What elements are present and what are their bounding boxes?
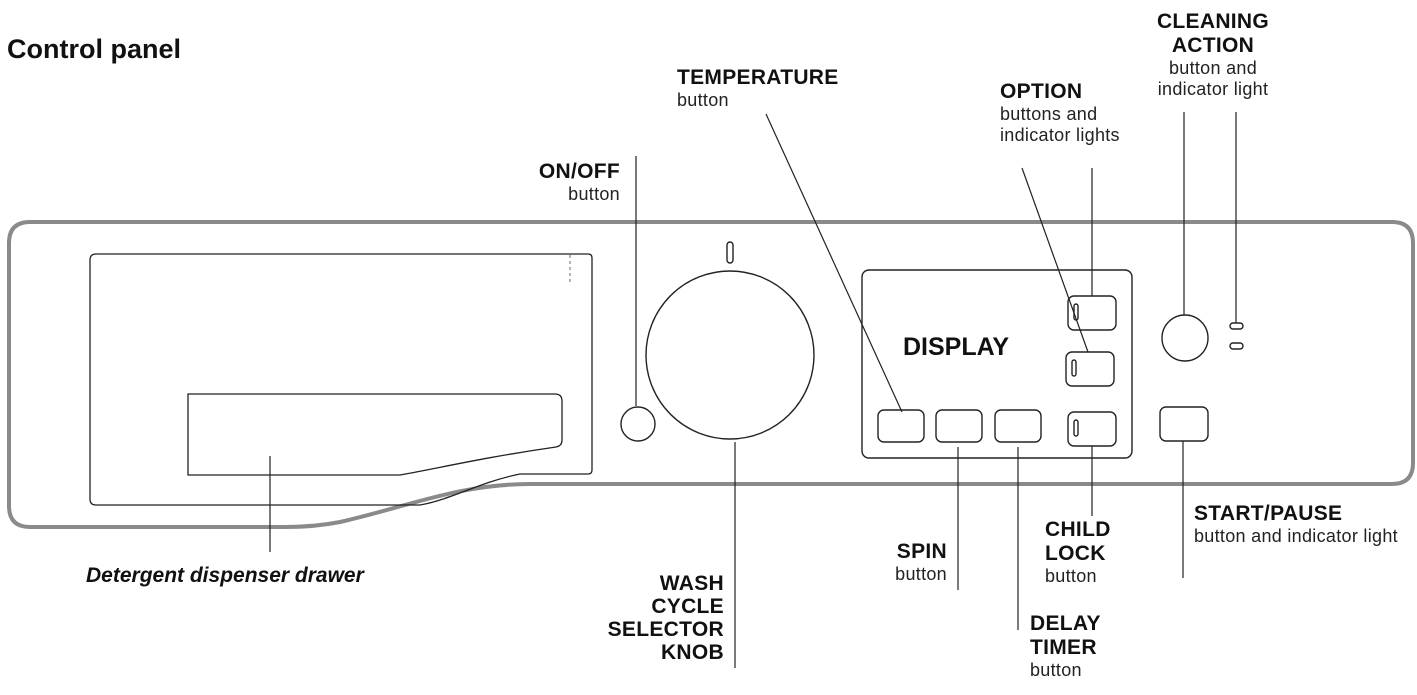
knob-indicator-mark — [726, 241, 734, 264]
cleaning-action-light-2 — [1229, 342, 1244, 350]
label-detergent-drawer: Detergent dispenser drawer — [86, 564, 364, 587]
label-start-pause: START/PAUSE button and indicator light — [1194, 502, 1409, 547]
label-wash-cycle: WASH CYCLE SELECTOR KNOB — [607, 572, 724, 665]
label-cleaning-action-sub: button and indicator light — [1157, 58, 1269, 99]
label-child-lock: CHILD LOCK button — [1045, 518, 1140, 587]
start-pause-button[interactable] — [1159, 406, 1209, 442]
label-temperature-bold: TEMPERATURE — [677, 66, 839, 89]
label-spin-sub: button — [895, 564, 947, 585]
on-off-button[interactable] — [620, 406, 656, 442]
label-on-off-bold: ON/OFF — [538, 160, 620, 183]
label-temperature-sub: button — [677, 90, 729, 111]
label-option-sub: buttons and indicator lights — [1000, 104, 1120, 145]
drawer-handle — [187, 393, 563, 476]
display-panel — [861, 269, 1133, 459]
label-on-off: ON/OFF button — [490, 160, 620, 205]
label-start-pause-sub: button and indicator light — [1194, 526, 1398, 547]
delay-timer-button[interactable] — [994, 409, 1042, 443]
label-child-lock-sub: button — [1045, 566, 1097, 587]
label-start-pause-bold: START/PAUSE — [1194, 502, 1343, 525]
cleaning-action-light-1 — [1229, 322, 1244, 330]
label-delay-timer-sub: button — [1030, 660, 1082, 681]
label-cleaning-action-bold: CLEANING ACTION — [1156, 10, 1270, 58]
label-delay-timer-bold: DELAY TIMER — [1030, 612, 1101, 660]
label-temperature: TEMPERATURE button — [677, 66, 839, 111]
label-delay-timer: DELAY TIMER button — [1030, 612, 1105, 681]
spin-button[interactable] — [935, 409, 983, 443]
label-option: OPTION buttons and indicator lights — [1000, 80, 1150, 146]
option-button-2[interactable] — [1065, 351, 1115, 387]
detergent-drawer — [89, 253, 593, 506]
option-light-2 — [1071, 359, 1077, 377]
label-display: DISPLAY — [903, 333, 1010, 361]
panel-outline — [7, 220, 1415, 529]
label-option-bold: OPTION — [1000, 80, 1083, 103]
label-child-lock-bold: CHILD LOCK — [1045, 518, 1111, 566]
label-spin: SPIN button — [850, 540, 947, 585]
temperature-button[interactable] — [877, 409, 925, 443]
label-spin-bold: SPIN — [896, 540, 947, 563]
wash-cycle-selector-knob[interactable] — [645, 270, 815, 440]
leader-temperature — [765, 113, 903, 413]
leader-option-2 — [1021, 167, 1089, 353]
page-title: Control panel — [7, 34, 181, 64]
label-cleaning-action: CLEANING ACTION button and indicator lig… — [1128, 10, 1298, 100]
label-on-off-sub: button — [568, 184, 620, 205]
child-lock-light — [1073, 419, 1079, 437]
cleaning-action-button[interactable] — [1161, 314, 1209, 362]
